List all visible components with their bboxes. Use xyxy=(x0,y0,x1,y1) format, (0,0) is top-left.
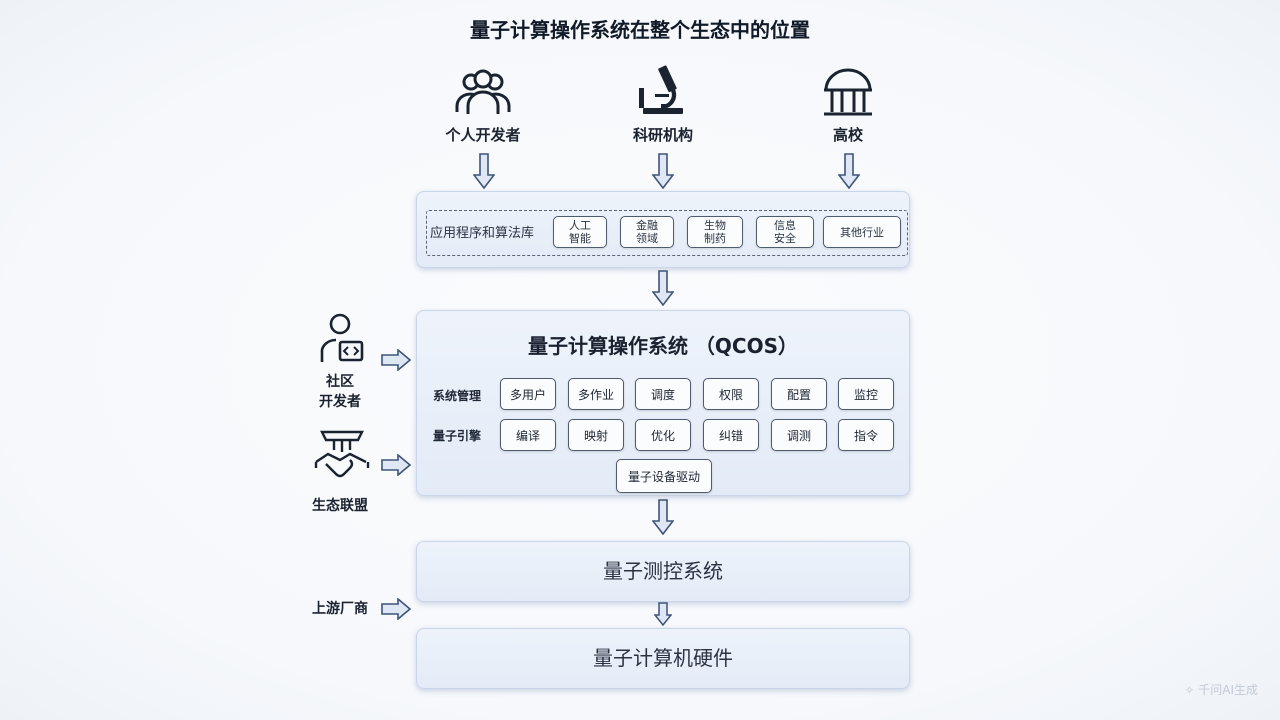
quantum-control-system-layer: 量子测控系统 xyxy=(416,541,910,602)
ecosystem-alliance-label: 生态联盟 xyxy=(312,498,368,514)
stakeholder-university: 高校 xyxy=(778,68,918,145)
module-chip: 监控 xyxy=(838,378,894,410)
row-label-system-management: 系统管理 xyxy=(433,389,482,403)
arrow-down-icon xyxy=(652,153,674,189)
app-chip-security: 信息 安全 xyxy=(756,216,814,248)
module-chip: 纠错 xyxy=(703,419,759,451)
arrow-down-icon xyxy=(838,153,860,189)
arrow-down-icon xyxy=(654,602,672,626)
module-chip: 配置 xyxy=(771,378,827,410)
module-chip: 优化 xyxy=(635,419,691,451)
module-chip: 编译 xyxy=(500,419,556,451)
handshake-icon xyxy=(314,430,370,478)
module-chip: 映射 xyxy=(568,419,624,451)
applications-label: 应用程序和算法库 xyxy=(430,226,535,241)
arrow-down-icon xyxy=(652,499,674,535)
microscope-icon xyxy=(639,65,683,114)
row-label-quantum-engine: 量子引擎 xyxy=(433,429,482,443)
developer-code-icon xyxy=(320,313,364,362)
arrow-down-icon xyxy=(473,153,495,189)
app-chip-ai: 人工 智能 xyxy=(553,216,607,248)
module-chip: 多用户 xyxy=(500,378,556,410)
applications-dashed-frame xyxy=(426,210,908,256)
upstream-vendors-label: 上游厂商 xyxy=(312,601,368,617)
quantum-hardware-layer: 量子计算机硬件 xyxy=(416,628,910,689)
stakeholder-label: 科研机构 xyxy=(632,126,693,144)
university-building-icon xyxy=(824,68,872,116)
module-chip: 权限 xyxy=(703,378,759,410)
app-chip-finance: 金融 领域 xyxy=(620,216,674,248)
module-chip: 调度 xyxy=(635,378,691,410)
people-group-icon xyxy=(455,69,511,114)
stakeholder-label: 个人开发者 xyxy=(445,126,521,144)
diagram-title: 量子计算操作系统在整个生态中的位置 xyxy=(470,18,810,42)
community-developer-label: 社区 开发者 xyxy=(319,374,361,410)
app-chip-biopharma: 生物 制药 xyxy=(687,216,743,248)
module-chip: 多作业 xyxy=(568,378,624,410)
stakeholder-research-institution: 科研机构 xyxy=(593,64,733,145)
stakeholder-individual-developer: 个人开发者 xyxy=(413,68,553,145)
arrow-right-icon xyxy=(381,349,411,371)
module-chip: 指令 xyxy=(838,419,894,451)
quantum-device-driver-chip: 量子设备驱动 xyxy=(616,459,712,493)
watermark: ✧ 千问AI生成 xyxy=(1184,683,1258,697)
qcos-title: 量子计算操作系统 （QCOS） xyxy=(527,334,799,358)
app-chip-other: 其他行业 xyxy=(823,216,901,248)
module-chip: 调测 xyxy=(771,419,827,451)
arrow-right-icon xyxy=(381,598,411,620)
arrow-right-icon xyxy=(381,454,411,476)
arrow-down-icon xyxy=(652,270,674,306)
stakeholder-label: 高校 xyxy=(832,126,863,144)
